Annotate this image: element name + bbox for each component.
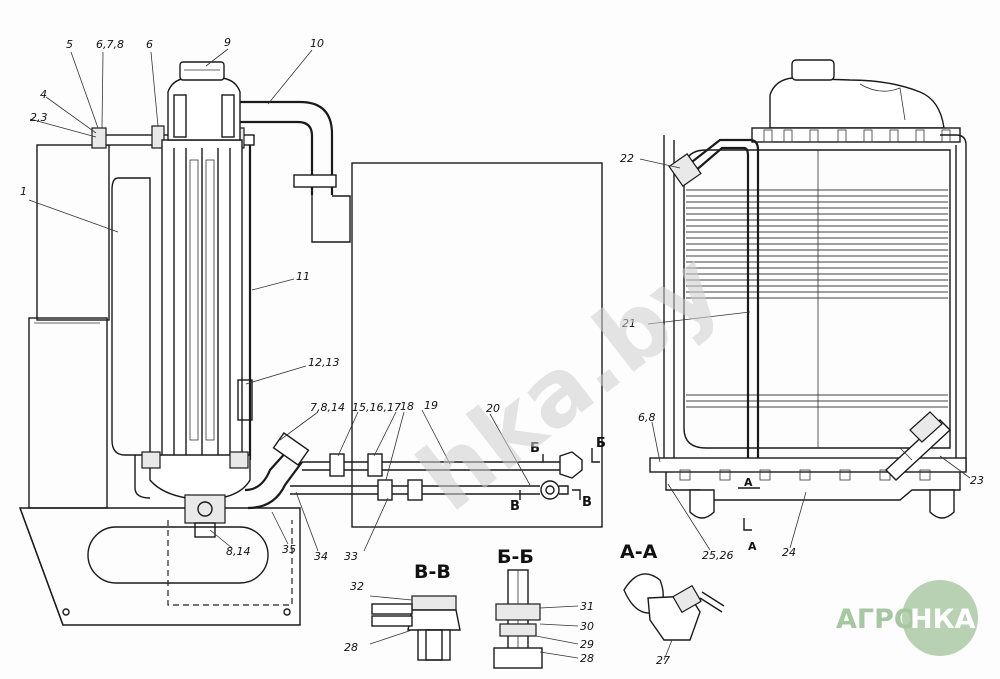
callout-8-14: 8,14: [226, 545, 251, 558]
callout-20: 20: [486, 402, 500, 415]
callout-21: 21: [622, 317, 636, 330]
callout-4: 4: [40, 88, 47, 101]
lower-hose: [244, 449, 289, 492]
watermark-text: hka.by: [399, 232, 740, 532]
callout-28-bb: 28: [580, 652, 594, 665]
logo-text-left: АГРО: [836, 604, 917, 635]
callout-25-26: 25,26: [702, 549, 734, 562]
frame-bracket: [18, 507, 301, 626]
mark-b-left: Б: [530, 441, 540, 456]
right-upper-tank: [769, 77, 945, 129]
callout-10: 10: [310, 37, 324, 50]
callout-35: 35: [282, 543, 296, 556]
shroud: [111, 177, 151, 456]
section-bb-detail: [493, 569, 579, 669]
upper-hose: [240, 100, 334, 195]
mark-b-right: Б: [596, 436, 606, 451]
callout-9: 9: [224, 36, 231, 49]
logo-circle: [902, 580, 978, 656]
callout-12-13: 12,13: [308, 356, 340, 369]
engine-block-upper: [36, 144, 110, 321]
top-plate: [751, 127, 961, 143]
side-pipe: [687, 138, 760, 458]
callout-6-8-right: 6,8: [638, 411, 656, 424]
callout-1: 1: [20, 185, 27, 198]
callout-24: 24: [782, 546, 796, 559]
callout-33: 33: [344, 550, 358, 563]
core-fins: [686, 189, 948, 408]
callout-28-vv: 28: [344, 641, 358, 654]
section-vv-detail: [369, 595, 461, 661]
callout-15-16-17: 15,16,17: [352, 401, 401, 414]
callout-31: 31: [580, 600, 594, 613]
callout-11: 11: [296, 270, 310, 283]
right-filler-cap: [791, 59, 835, 81]
upper-tank: [167, 77, 241, 141]
drain-fitting: [184, 494, 226, 524]
mark-v-left: В: [510, 499, 520, 514]
bottom-fitting-left: [689, 489, 715, 519]
callout-22: 22: [620, 152, 634, 165]
callout-18: 18: [400, 400, 414, 413]
callout-5: 5: [66, 38, 73, 51]
mark-v-right: В: [582, 495, 592, 510]
callout-27: 27: [656, 654, 670, 667]
radiator-frame: [663, 134, 967, 471]
callout-30: 30: [580, 620, 594, 633]
filler-cap: [179, 61, 225, 81]
callout-32: 32: [350, 580, 364, 593]
drain-valve-upper: [559, 451, 583, 479]
section-title-bb: Б-Б: [497, 546, 534, 568]
section-title-vv: В-В: [414, 561, 451, 583]
callout-19: 19: [424, 399, 438, 412]
section-aa-detail: [623, 573, 725, 661]
callout-34: 34: [314, 550, 328, 563]
callout-7-8-14: 7,8,14: [310, 401, 345, 414]
mark-a-lower: А: [748, 540, 757, 553]
right-front-view: [639, 59, 971, 551]
callout-23-right: 23: [970, 474, 984, 487]
callout-6: 6: [146, 38, 153, 51]
left-side-view: [18, 48, 603, 626]
section-title-aa: А-А: [620, 541, 658, 563]
mark-a-upper: А: [744, 476, 753, 489]
oval-cutout: [87, 526, 269, 584]
bottom-fitting-right: [929, 489, 955, 519]
logo-text-right: НКА: [910, 604, 976, 635]
engine-block-lower: [28, 317, 108, 509]
mesh-panel: [351, 162, 603, 528]
agronka-logo: АГРО НКА: [836, 580, 978, 656]
fitting-22: [668, 153, 702, 187]
callout-2-3: 2,3: [30, 111, 48, 124]
callout-6-7-8: 6,7,8: [96, 38, 124, 51]
callout-29: 29: [580, 638, 594, 651]
drain-valve-lower: [540, 480, 560, 500]
